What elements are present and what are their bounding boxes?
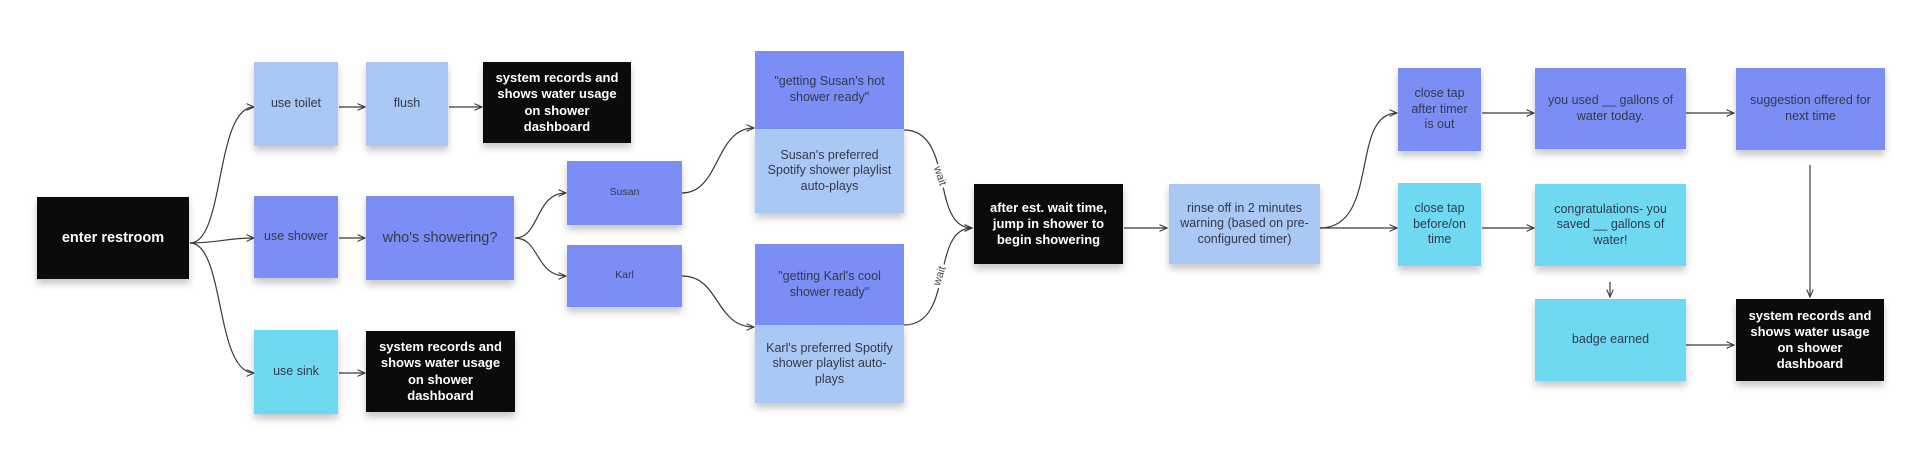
node-use-shower: use shower [254,196,338,278]
node-susan-playlist: Susan's preferred Spotify shower playlis… [755,129,904,213]
connector-rinse-to-after [1319,113,1397,229]
connector-who-to-karl [514,237,566,276]
node-use-sink: use sink [254,330,338,414]
connector-karl-to-ready [681,275,754,327]
connector-enter-to-shower [189,238,254,244]
node-sink-dashboard: system records and shows water usage on … [366,331,515,412]
node-flush: flush [366,62,448,146]
node-badge-earned: badge earned [1535,299,1686,381]
node-congrats: congratulations- you saved __ gallons of… [1535,184,1686,266]
connector-enter-to-sink [189,242,254,373]
node-whos-showering: who's showering? [366,196,514,280]
node-susan: Susan [567,161,682,225]
edge-label-wait-top: wait [930,162,950,190]
node-close-tap-after: close tap after timer is out [1398,68,1481,151]
node-enter-restroom: enter restroom [37,197,189,279]
node-rinse-warning: rinse off in 2 minutes warning (based on… [1169,184,1320,264]
node-use-toilet: use toilet [254,62,338,146]
node-shower-dashboard: system records and shows water usage on … [1736,299,1884,381]
connector-who-to-susan [514,193,566,239]
node-jump-in-shower: after est. wait time, jump in shower to … [974,184,1123,264]
connector-susan-to-ready [681,128,754,194]
node-karl-playlist: Karl's preferred Spotify shower playlist… [755,325,904,403]
node-karl: Karl [567,245,682,307]
node-toilet-dashboard: system records and shows water usage on … [483,62,631,143]
node-susan-ready: "getting Susan's hot shower ready" [755,51,904,129]
node-karl-ready: "getting Karl's cool shower ready" [755,244,904,325]
node-used-gallons: you used __ gallons of water today. [1535,68,1686,149]
edge-label-wait-bottom: wait [930,262,950,290]
node-suggestion: suggestion offered for next time [1736,68,1885,150]
node-close-tap-before: close tap before/on time [1398,183,1481,266]
connector-enter-to-toilet [189,107,254,244]
